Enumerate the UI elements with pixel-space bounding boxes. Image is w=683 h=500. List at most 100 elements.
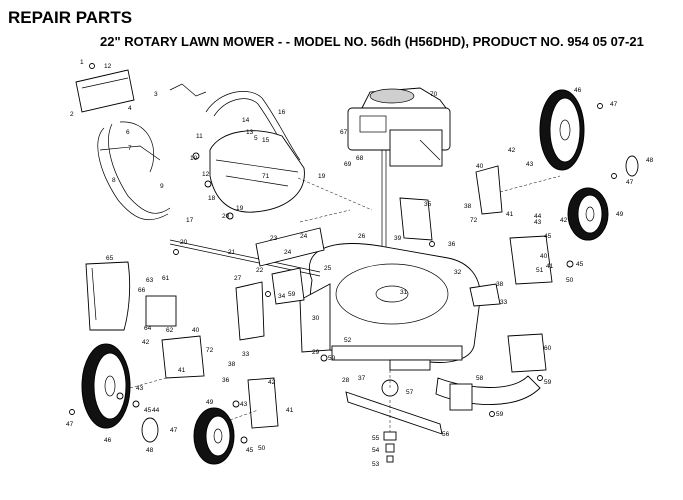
callout: 54 <box>372 447 380 454</box>
callout: 47 <box>626 179 634 186</box>
callout: 5 <box>254 135 258 142</box>
lower-handle-and-bag <box>169 83 305 213</box>
callout: 43 <box>136 385 144 392</box>
callout: 35 <box>424 201 432 208</box>
callout: 44 <box>534 213 542 220</box>
callout: 49 <box>206 399 214 406</box>
callout: 41 <box>506 211 514 218</box>
callout: 15 <box>262 137 270 144</box>
callout: 45 <box>576 261 584 268</box>
callout: 10 <box>190 155 198 162</box>
callout: 72 <box>206 347 214 354</box>
callout: 66 <box>138 287 146 294</box>
callout: 19 <box>236 205 244 212</box>
callout: 50 <box>258 445 266 452</box>
callout: 43 <box>240 401 248 408</box>
callout: 42 <box>268 379 276 386</box>
callout: 16 <box>278 109 286 116</box>
fasteners <box>69 63 617 444</box>
callout: 46 <box>574 87 582 94</box>
callout: 34 <box>278 293 286 300</box>
callout: 11 <box>196 133 203 140</box>
callout: 24 <box>300 233 308 240</box>
callout: 12 <box>202 171 210 178</box>
callout: 57 <box>406 389 414 396</box>
callout: 42 <box>142 339 150 346</box>
callout: 42 <box>508 147 516 154</box>
callout: 40 <box>192 327 200 334</box>
callout: 63 <box>146 277 154 284</box>
callout: 14 <box>242 117 250 124</box>
blade-assembly <box>345 379 443 463</box>
callout: 40 <box>540 253 548 260</box>
callout: 59 <box>288 291 296 298</box>
callout: 64 <box>144 325 152 332</box>
callout: 24 <box>284 249 292 256</box>
hub-caps <box>141 155 639 443</box>
callout: 33 <box>242 351 250 358</box>
callout: 58 <box>476 375 484 382</box>
callout: 45 <box>544 233 552 240</box>
callout: 9 <box>160 183 164 190</box>
callout: 68 <box>356 155 364 162</box>
callout: 29 <box>312 349 320 356</box>
callout: 21 <box>228 249 236 256</box>
callout: 59 <box>496 411 504 418</box>
rear-axle <box>169 227 325 341</box>
callout: 22 <box>256 267 264 274</box>
callout: 28 <box>342 377 350 384</box>
callout: 44 <box>152 407 160 414</box>
callout: 13 <box>246 129 254 136</box>
callout: 41 <box>178 367 186 374</box>
page-title: REPAIR PARTS <box>8 8 133 27</box>
callout: 32 <box>454 269 462 276</box>
callout: 45 <box>144 407 152 414</box>
callout: 67 <box>340 129 348 136</box>
right-front-wheel <box>567 187 609 241</box>
left-front-wheel <box>193 407 235 465</box>
callout: 38 <box>496 281 504 288</box>
callout: 3 <box>154 91 158 98</box>
callout: 72 <box>470 217 478 224</box>
callout: 49 <box>616 211 624 218</box>
callout: 19 <box>318 173 326 180</box>
callout: 43 <box>534 219 542 226</box>
height-adjusters <box>161 165 553 429</box>
callout: 47 <box>66 421 74 428</box>
callout: 26 <box>358 233 366 240</box>
callout: 60 <box>544 345 552 352</box>
callout: 2 <box>70 111 74 118</box>
callout: 50 <box>566 277 574 284</box>
right-rear-wheel <box>539 89 585 171</box>
callout: 41 <box>546 263 554 270</box>
callout: 59 <box>328 355 336 362</box>
callout: 31 <box>400 289 408 296</box>
left-rear-wheel <box>81 343 131 429</box>
callout: 7 <box>128 145 132 152</box>
upper-handle <box>75 69 171 221</box>
callout: 20 <box>180 239 188 246</box>
callout: 37 <box>358 375 366 382</box>
callout: 38 <box>228 361 236 368</box>
callout: 59 <box>544 379 552 386</box>
mower-deck <box>299 243 481 371</box>
callout: 39 <box>394 235 402 242</box>
callout: 52 <box>344 337 352 344</box>
callout: 70 <box>430 91 438 98</box>
callout: 47 <box>170 427 178 434</box>
callout-labels: 1 12 2 3 4 5 6 7 8 9 10 11 12 13 14 15 1… <box>66 59 654 468</box>
callout: 17 <box>186 217 194 224</box>
callout: 42 <box>560 217 568 224</box>
callout: 20 <box>222 213 230 220</box>
callout: 55 <box>372 435 380 442</box>
callout: 51 <box>536 267 544 274</box>
callout: 48 <box>146 447 154 454</box>
callout: 43 <box>526 161 534 168</box>
callout: 41 <box>286 407 294 414</box>
callout: 38 <box>464 203 472 210</box>
discharge-chute <box>435 333 547 411</box>
engine <box>347 87 451 290</box>
callout: 46 <box>104 437 112 444</box>
callout: 53 <box>372 461 380 468</box>
